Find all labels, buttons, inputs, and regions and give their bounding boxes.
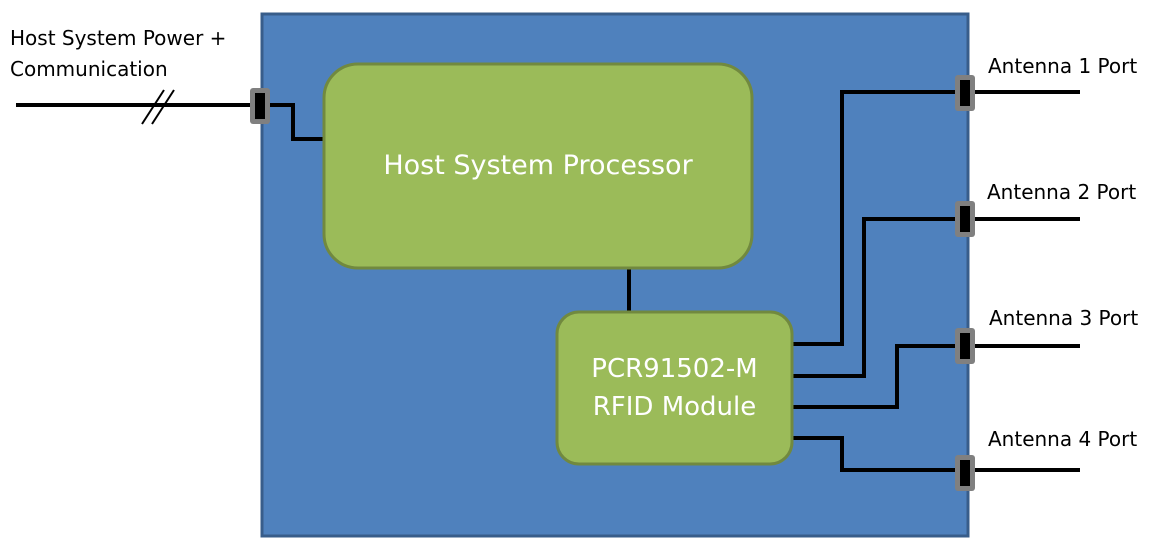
antenna-1-port-label: Antenna 1 Port bbox=[988, 54, 1138, 78]
host-connection-label: Host System Power + Communication bbox=[10, 23, 226, 85]
host-system-processor-block bbox=[322, 62, 754, 270]
rfid-module-label-line1: PCR91502-M bbox=[591, 354, 758, 384]
antenna-wiring bbox=[792, 90, 1080, 472]
processor-label: Host System Processor bbox=[383, 150, 693, 181]
rfid-module-label-line2: RFID Module bbox=[592, 392, 757, 422]
host-input-line bbox=[16, 89, 326, 141]
antenna-2-wire bbox=[792, 217, 956, 378]
host-connection-label-line2: Communication bbox=[10, 57, 168, 81]
rfid-module-block bbox=[555, 310, 794, 466]
antenna-1-wire bbox=[792, 90, 956, 346]
host-connector bbox=[250, 88, 270, 124]
host-connection-label-line1: Host System Power + bbox=[10, 26, 227, 50]
antenna-4-connector bbox=[955, 455, 975, 491]
antenna-3-port-label: Antenna 3 Port bbox=[989, 306, 1139, 330]
antenna-3-wire bbox=[792, 344, 956, 409]
antenna-3-connector bbox=[955, 328, 975, 364]
antenna-1-connector bbox=[955, 75, 975, 111]
antenna-4-wire bbox=[792, 436, 956, 472]
antenna-4-port-label: Antenna 4 Port bbox=[988, 427, 1138, 451]
antenna-2-connector bbox=[955, 201, 975, 237]
rfid-module-label: PCR91502-M RFID Module bbox=[557, 350, 792, 426]
antenna-2-port-label: Antenna 2 Port bbox=[987, 180, 1137, 204]
